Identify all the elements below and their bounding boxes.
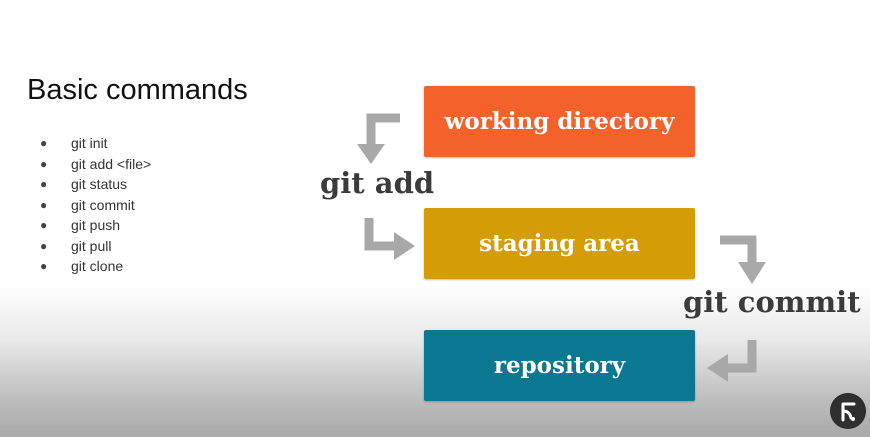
list-item: ● git init (40, 133, 151, 154)
command-text: git pull (71, 237, 112, 254)
bullet-icon: ● (40, 238, 48, 253)
command-list: ● git init ● git add <file> ● git status ● g… (40, 133, 151, 277)
arrow-down-left-icon (357, 113, 400, 164)
working-directory-box: working directory (424, 86, 695, 157)
command-text: git commit (71, 196, 135, 213)
bullet-icon: ● (40, 197, 48, 212)
page-title: Basic commands (27, 74, 248, 106)
repository-box: repository (424, 330, 695, 401)
staging-area-box: staging area (424, 208, 695, 279)
arrow-right-down-icon (720, 235, 766, 284)
bullet-icon: ● (40, 156, 48, 171)
command-text: git add <file> (71, 155, 152, 172)
command-text: git status (71, 176, 128, 192)
list-item: ● git pull (40, 236, 151, 257)
brand-logo-icon[interactable] (830, 393, 866, 429)
arrow-right-icon (364, 218, 415, 260)
bullet-icon: ● (40, 259, 48, 273)
list-item: ● git clone (40, 256, 151, 277)
command-text: git push (71, 217, 121, 233)
list-item: ● git push (40, 215, 151, 236)
bullet-icon: ● (40, 136, 48, 150)
git-add-label: git add (320, 166, 435, 200)
command-text: git init (71, 135, 108, 151)
list-item: ● git commit (40, 195, 151, 216)
arrow-down-left-icon (707, 340, 757, 382)
list-item: ● git add <file> (40, 154, 151, 175)
git-commit-label: git commit (683, 285, 861, 319)
bullet-icon: ● (40, 177, 48, 191)
list-item: ● git status (40, 174, 151, 195)
command-text: git clone (71, 258, 124, 274)
bullet-icon: ● (40, 218, 48, 232)
